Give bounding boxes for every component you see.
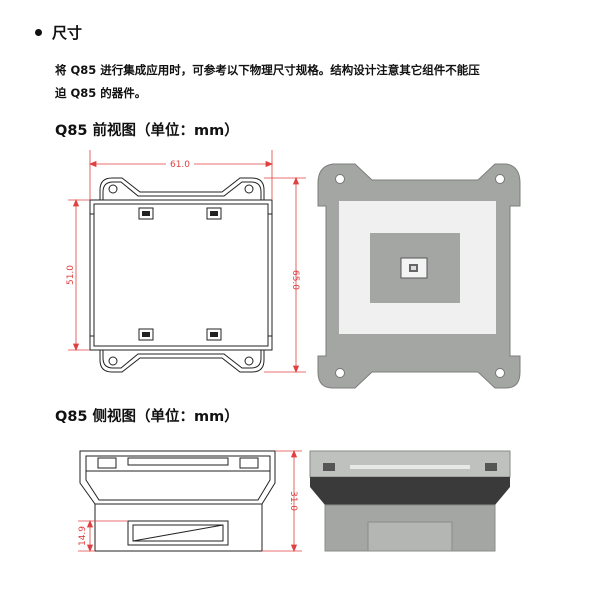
bullet-icon <box>35 29 42 36</box>
side-total-height-dimension: 31.0 <box>288 491 298 511</box>
body-text-line-2: 迫 Q85 的器件。 <box>55 86 147 100</box>
side-view-title: Q85 侧视图（单位：mm） <box>55 409 239 425</box>
front-width-dimension: 61.0 <box>170 160 190 170</box>
front-view-title: Q85 前视图（单位：mm） <box>55 123 239 139</box>
front-outer-height-dimension: 65.0 <box>290 270 300 290</box>
side-connector-height-dimension: 14.9 <box>78 526 88 546</box>
front-inner-height-dimension: 51.0 <box>66 265 76 285</box>
section-title: 尺寸 <box>52 24 83 42</box>
body-text-line-1: 将 Q85 进行集成应用时，可参考以下物理尺寸规格。结构设计注意其它组件不能压 <box>55 63 480 77</box>
